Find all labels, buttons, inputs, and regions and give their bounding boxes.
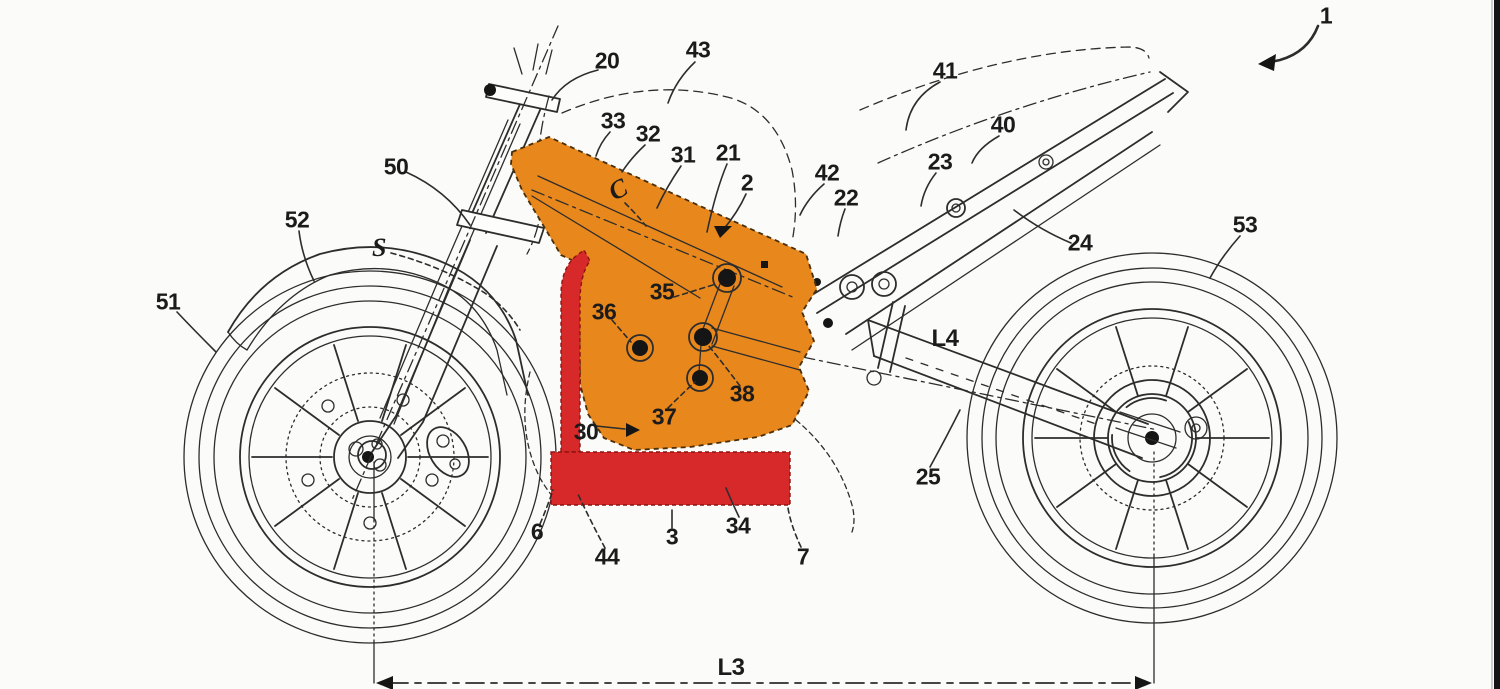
ref-label-30: 30 (573, 418, 599, 445)
ref-label-23: 23 (927, 148, 953, 175)
ref-label-53: 53 (1232, 211, 1258, 238)
ref-label-6: 6 (530, 518, 544, 545)
edge-strip-light (1491, 0, 1493, 689)
ref-label-34: 34 (725, 512, 751, 539)
ref-label-22: 22 (833, 184, 859, 211)
ref-label-37: 37 (651, 403, 677, 430)
ref-label-43: 43 (685, 36, 711, 63)
seat-rails (811, 71, 1189, 351)
front-rotor-bolts (301, 393, 439, 530)
ref-label-21: 21 (715, 139, 741, 166)
engine-mount-points (626, 263, 742, 392)
ref-label-36: 36 (591, 298, 617, 325)
engine-frame-highlight (510, 136, 818, 451)
ref-label-42: 42 (814, 159, 840, 186)
ref-label-40: 40 (990, 111, 1016, 138)
ref-label-31: 31 (670, 141, 696, 168)
ref-label-L4: L4 (931, 325, 959, 352)
ref-label-1: 1 (1319, 2, 1333, 29)
front-fork (357, 43, 561, 470)
figure-number-arrow (1258, 24, 1320, 71)
bodywork-dashed-outlines (524, 46, 1151, 533)
ref-label-33: 33 (600, 107, 626, 134)
ref-label-24: 24 (1067, 229, 1093, 256)
ref-label-44: 44 (594, 543, 620, 570)
ref-label-2: 2 (740, 169, 754, 196)
rear-brake-caliper (1184, 416, 1208, 440)
ref-label-50: 50 (383, 153, 409, 180)
ref-label-41: 41 (932, 57, 958, 84)
lower-bracket-highlight (550, 451, 791, 506)
leader-lines (176, 61, 1241, 549)
front-wheel (183, 270, 557, 644)
front-brake-caliper (426, 426, 470, 478)
ref-label-51: 51 (155, 288, 181, 315)
ref-label-L3: L3 (717, 654, 745, 681)
ref-label-7: 7 (796, 543, 810, 570)
ref-label-32: 32 (635, 120, 661, 147)
ref-label-38: 38 (729, 380, 755, 407)
ref-label-35: 35 (649, 278, 675, 305)
rear-wheel (966, 252, 1338, 624)
swingarm (813, 271, 1181, 459)
dimension-l3 (373, 451, 1155, 689)
steering-axis-line (351, 25, 559, 501)
down-tube-highlight (560, 248, 591, 453)
edge-strip (1494, 0, 1500, 689)
ref-label-3: 3 (665, 523, 679, 550)
ref-label-52: 52 (284, 206, 310, 233)
ref-label-20: 20 (594, 47, 620, 74)
ref-label-25: 25 (915, 463, 941, 490)
ref-label-S: S (372, 233, 386, 262)
